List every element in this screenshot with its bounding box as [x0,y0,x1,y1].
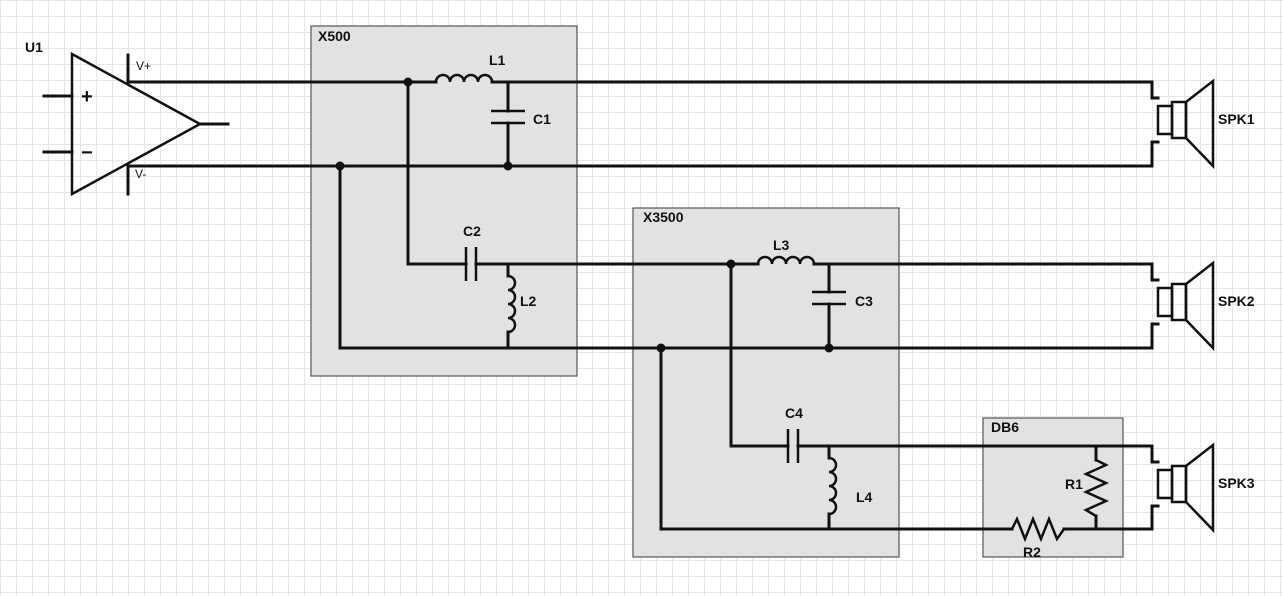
label-c1: C1 [533,111,551,127]
label-c3: C3 [855,293,873,309]
wiring [126,80,1160,531]
capacitor-c3[interactable] [812,290,846,306]
amp-vplus-label: V+ [136,59,151,73]
module-x500-box[interactable] [310,25,578,377]
wire-bottom-rail-left [659,346,1014,531]
inductor-l1[interactable] [434,73,494,83]
amplifier-triangle [70,51,203,197]
junction-dot [726,259,736,269]
wire-c4-to-spk3 [796,444,1160,464]
junction-dot [503,161,513,171]
inductor-l2[interactable] [507,274,517,334]
wire-top-rail-right [490,80,1160,100]
capacitor-c4[interactable] [786,429,800,463]
resistor-r1[interactable] [1082,458,1110,518]
module-x3500-label: X3500 [643,209,684,225]
wire-branch-c2 [406,80,468,266]
capacitor-c2[interactable] [464,247,478,281]
module-db6-box[interactable] [982,417,1124,558]
label-r1: R1 [1065,476,1083,492]
module-db6-label: DB6 [991,419,1019,435]
label-l3: L3 [773,237,790,253]
label-c2: C2 [463,223,481,239]
junction-dot [335,161,345,171]
speaker-spk2[interactable] [1156,260,1215,352]
label-spk3: SPK3 [1218,475,1255,491]
label-l1: L1 [489,52,506,68]
label-spk2: SPK2 [1218,293,1255,309]
label-c4: C4 [785,405,803,421]
amp-minus-sign: − [81,142,93,164]
inductor-l4[interactable] [828,456,838,516]
label-r2: R2 [1023,544,1041,560]
wire-lower-rail [126,140,1160,168]
label-spk1: SPK1 [1218,111,1255,127]
capacitor-c1[interactable] [491,109,525,125]
amplifier-u1[interactable] [42,51,230,197]
wire-l3-to-spk2 [812,262,1160,282]
wire-mid-return [338,164,1160,350]
module-x500-label: X500 [318,28,351,44]
resistor-r2[interactable] [1010,515,1066,543]
speaker-spk3[interactable] [1156,442,1215,534]
wire-branch-c4 [729,262,790,448]
wire-bottom-rail-right [1062,504,1160,531]
module-x3500-box[interactable] [632,207,900,558]
amplifier-ref-label: U1 [25,39,43,55]
junction-dot [656,343,666,353]
junction-dot [824,343,834,353]
inductor-l3[interactable] [756,255,816,265]
junction-dot [403,77,413,87]
speaker-spk1[interactable] [1156,78,1215,170]
label-l2: L2 [520,293,537,309]
amp-plus-sign: + [81,86,93,108]
label-l4: L4 [856,489,873,505]
amp-vminus-label: V- [135,167,146,181]
